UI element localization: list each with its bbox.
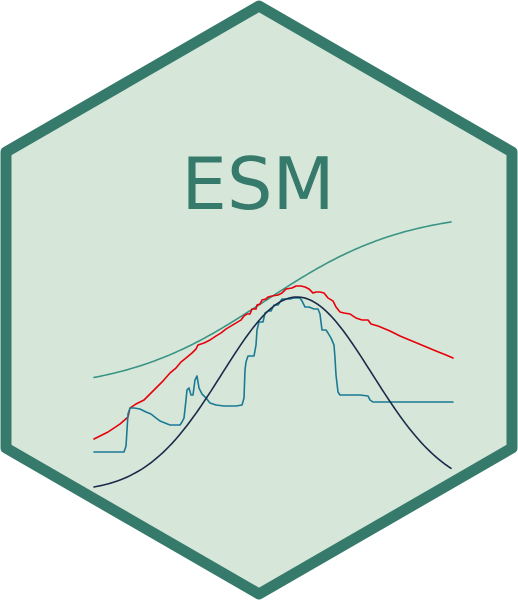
- red-stepped-curve: [93, 285, 454, 440]
- logo-title: ESM: [181, 142, 334, 226]
- plot-lines: [93, 221, 454, 488]
- teal-stepped-curve: [93, 297, 454, 453]
- bell-curve: [93, 296, 452, 488]
